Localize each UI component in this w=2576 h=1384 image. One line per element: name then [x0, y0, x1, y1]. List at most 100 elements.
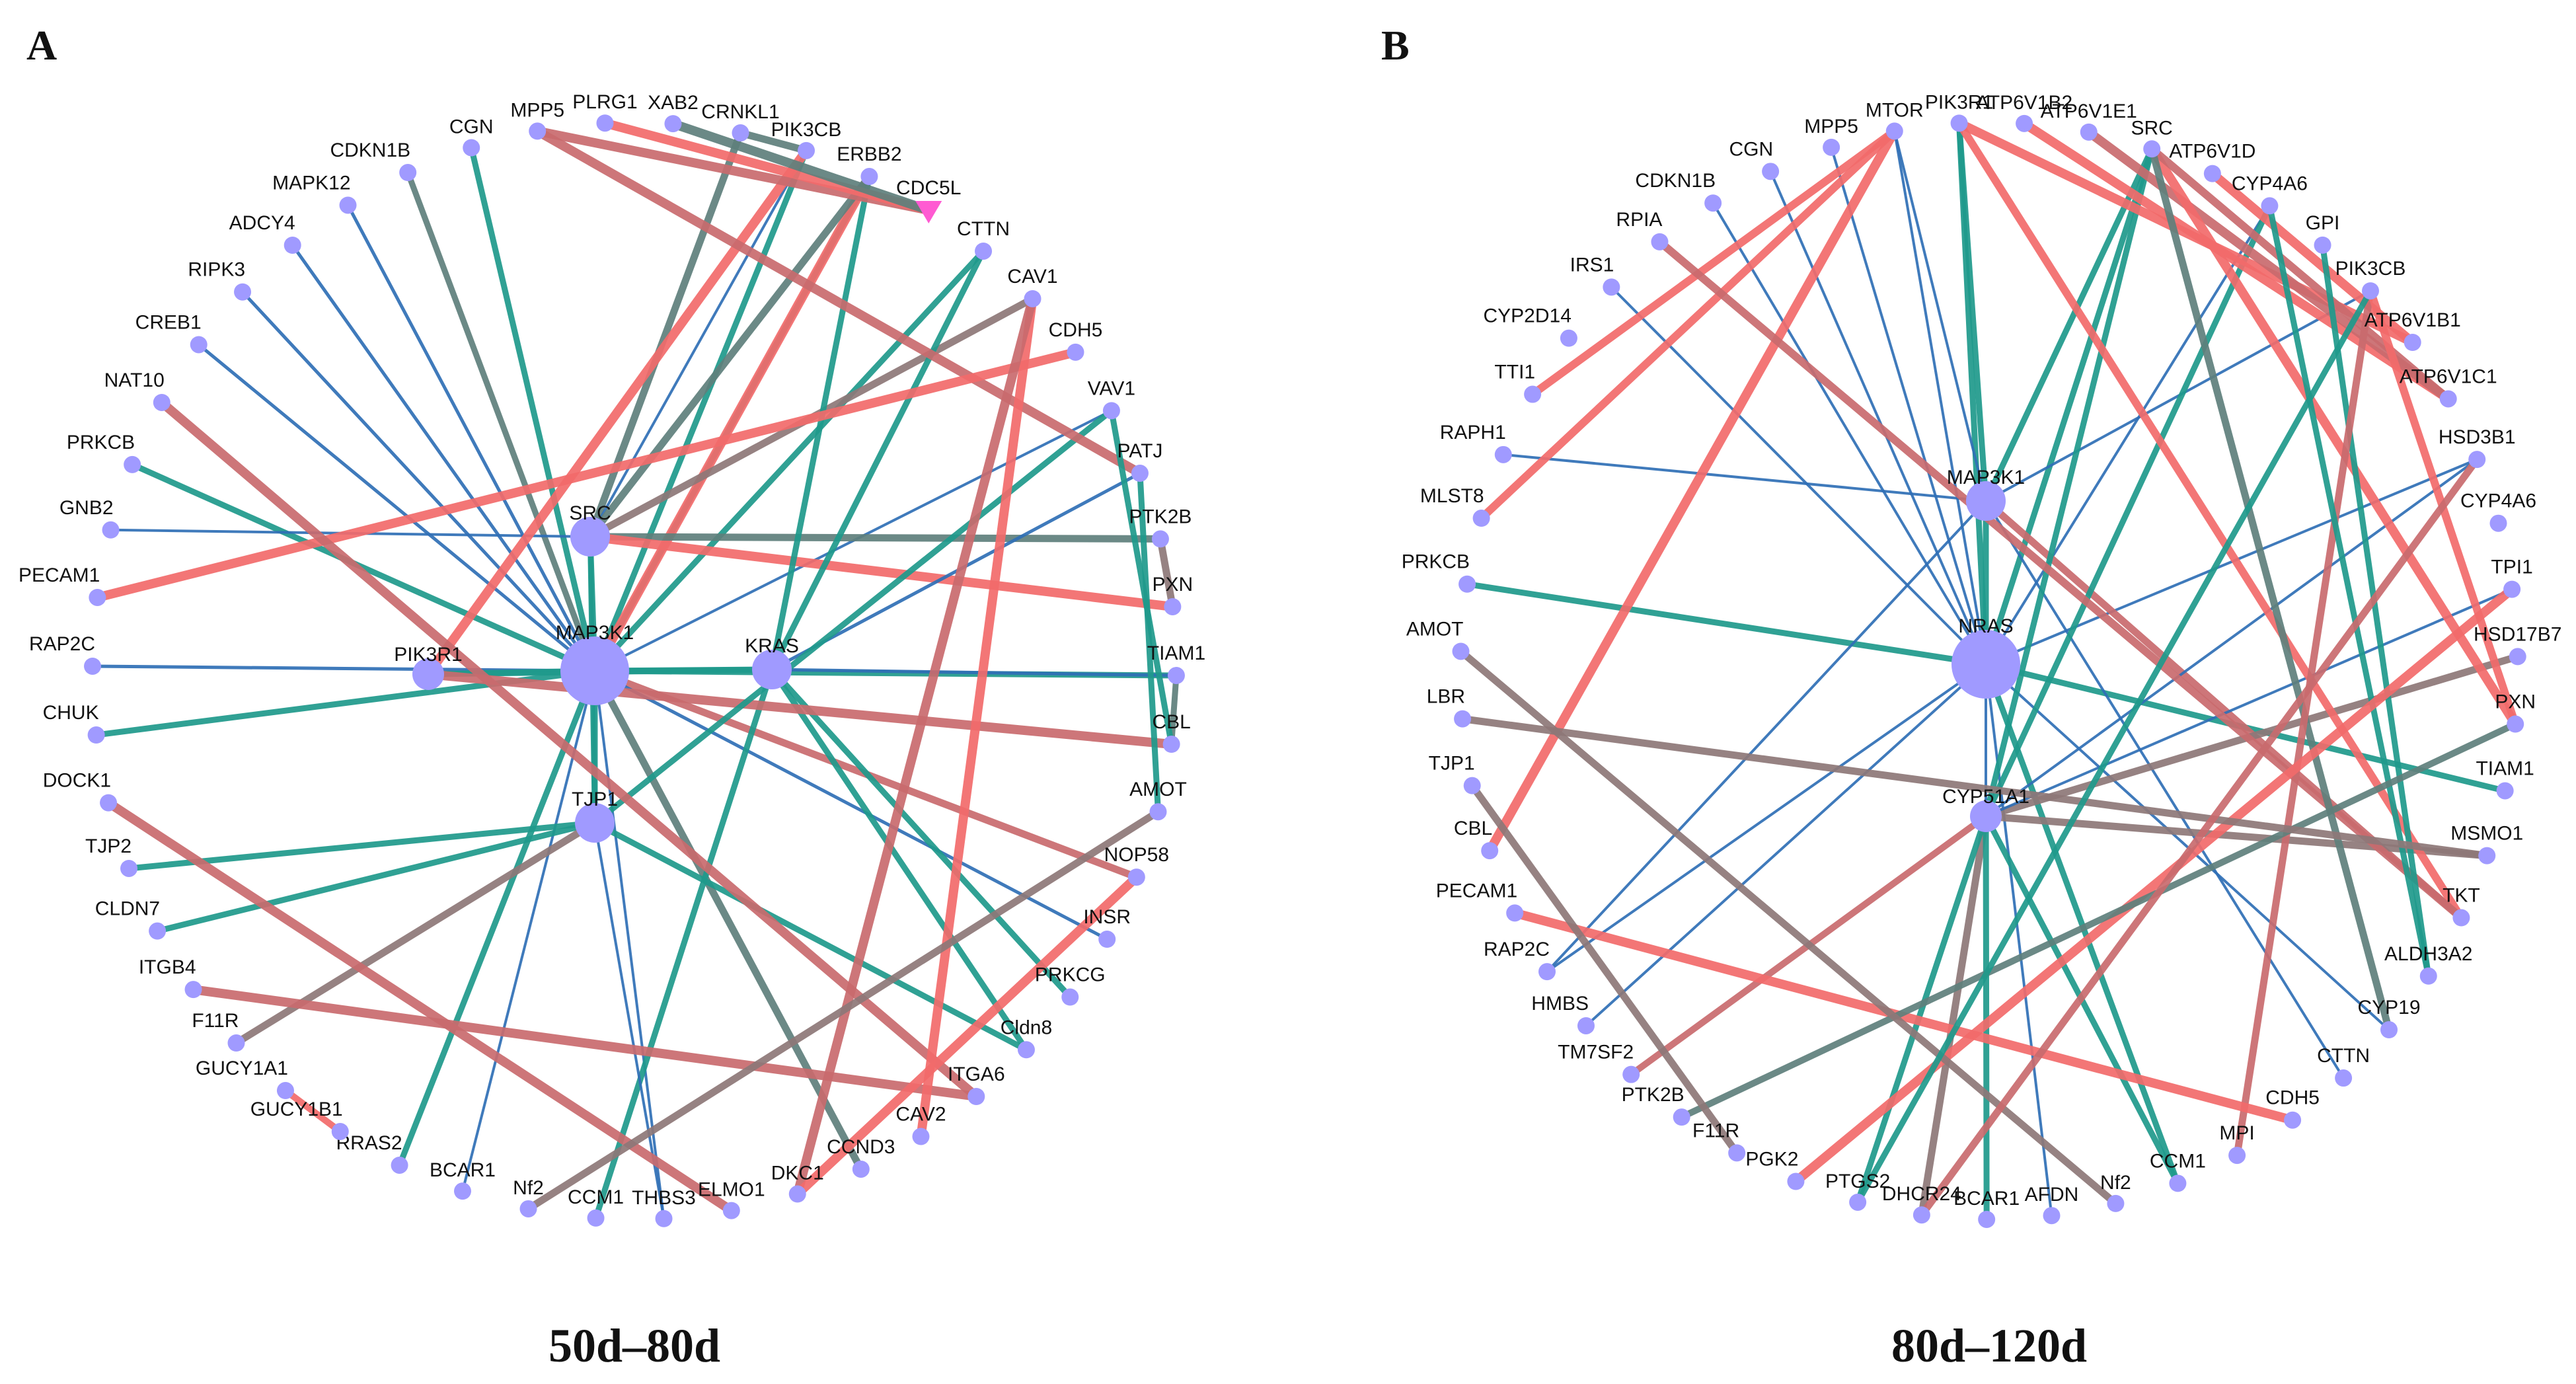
node-label-rpia: RPIA: [1616, 209, 1662, 231]
node-label-pik3cb: PIK3CB: [771, 119, 842, 141]
node-label-cyp4a6: CYP4A6: [2460, 490, 2536, 512]
node-f11r: [227, 1034, 245, 1052]
node-pik3cb: [798, 141, 815, 159]
hub-label-kras: KRAS: [745, 635, 799, 657]
edge-tjp1-f11r: [232, 819, 599, 1047]
node-label-mpp5: MPP5: [510, 99, 564, 121]
edge-map3k1-rap2c: [1546, 500, 1987, 974]
edge-kras-erbb2: [769, 173, 872, 673]
node-label-cyp2d14: CYP2D14: [1484, 305, 1572, 327]
node-label-pecam1: PECAM1: [19, 564, 100, 586]
node-label-cav2: CAV2: [895, 1104, 946, 1126]
node-label-tjp1: TJP1: [1429, 753, 1475, 775]
node-mpp5: [529, 122, 547, 140]
edge-tjp1-cldn7: [154, 820, 598, 935]
node-cdh5: [1067, 343, 1084, 361]
hub-node-map3k1: [1966, 481, 2006, 521]
node-ptk2b: [1151, 530, 1169, 548]
node-xab2: [664, 115, 682, 133]
node-label-crnkl1: CRNKL1: [701, 101, 779, 123]
edge-pik3r1-pik3cb: [424, 145, 812, 679]
node-chuk: [87, 726, 105, 744]
node-label-f11r: F11R: [192, 1010, 239, 1032]
node-label-cdh5: CDH5: [1049, 319, 1103, 341]
node-mapk12: [339, 196, 357, 214]
edge-map3k1-ccnd3: [591, 667, 865, 1173]
node-ccm1: [587, 1209, 605, 1227]
hub-node-cyp51a1: [1970, 800, 2002, 832]
node-label-f11r: F11R: [1692, 1120, 1739, 1141]
node-cyp2d14: [1560, 329, 1577, 347]
node-lbr: [1454, 710, 1472, 728]
node-ptgs2: [1849, 1193, 1867, 1211]
edge-cyp51a1-cyp4a6: [1983, 202, 2273, 820]
node-cdh5: [2284, 1111, 2302, 1129]
node-label-gnb2: GNB2: [59, 497, 114, 519]
node-label-pik3r1: PIK3R1: [1925, 91, 1993, 113]
edge-map3k1-cdkn1b: [404, 169, 598, 674]
node-label-raph1: RAPH1: [1440, 422, 1506, 443]
node-nop58: [1127, 868, 1145, 886]
edge-ptgs2-pik3cb: [1854, 288, 2374, 1206]
node-hmbs: [1577, 1017, 1595, 1034]
node-label-bcar1: BCAR1: [1953, 1188, 2020, 1210]
node-label-tjp2: TJP2: [85, 835, 132, 857]
edge-src-cyp19: [2148, 145, 2393, 1034]
node-itgb4: [184, 981, 202, 999]
node-label-hmbs: HMBS: [1531, 993, 1589, 1015]
edge-map3k1-prkcb: [129, 461, 598, 674]
node-label-chuk: CHUK: [43, 702, 99, 724]
edge-cyp51a1-bcar1: [1983, 813, 1990, 1223]
edge-map3k1-creb1: [197, 342, 597, 673]
node-ptk2b: [1673, 1108, 1690, 1126]
node-label-mlst8: MLST8: [1420, 485, 1484, 507]
edge-cav1-cav2: [916, 293, 1038, 1141]
edge-map3k1-pik3r1: [1956, 120, 1989, 504]
edge-tjp1-cldn8: [591, 820, 1030, 1053]
node-label-ccnd3: CCND3: [827, 1136, 895, 1158]
node-afdn: [2043, 1207, 2061, 1225]
node-tkt: [2452, 909, 2470, 927]
node-erbb2: [860, 168, 878, 186]
edge-mtor-cbl: [1485, 126, 1899, 856]
node-label-tm7sf2: TM7SF2: [1558, 1042, 1634, 1063]
hub-label-nras: NRAS: [1958, 615, 2013, 637]
node-label-aldh3a2: ALDH3A2: [2384, 943, 2472, 965]
edge-pecam1-cdh5: [1510, 908, 2298, 1125]
node-vav1: [1102, 402, 1120, 420]
node-label-cldn8: Cldn8: [1001, 1017, 1052, 1038]
node-atp6v1b1: [2404, 333, 2421, 351]
node-tpi1: [2503, 580, 2521, 598]
hub-node-nras: [1951, 630, 2020, 699]
node-label-elmo1: ELMO1: [698, 1179, 765, 1201]
edge-ptk2b-pxn: [1678, 720, 2519, 1121]
node-label-dhcr24: DHCR24: [1882, 1183, 1961, 1205]
edge-nras-mpp5: [1830, 145, 1987, 666]
node-label-atp6v1d: ATP6V1D: [2169, 141, 2255, 163]
node-cldn8: [1017, 1041, 1035, 1059]
node-label-amot: AMOT: [1129, 779, 1187, 800]
edge-mpp5-patj: [533, 126, 1145, 479]
edge-cav1-dkc1: [792, 293, 1038, 1199]
hub-label-tjp1: TJP1: [572, 788, 618, 810]
edge-nop58-dkc1: [792, 872, 1141, 1199]
node-cldn7: [149, 922, 167, 940]
node-label-hsd17b7: HSD17B7: [2474, 623, 2561, 645]
node-label-msmo1: MSMO1: [2450, 823, 2523, 845]
node-prkcg: [1061, 988, 1079, 1006]
node-label-cttn: CTTN: [957, 218, 1010, 240]
node-nf2: [519, 1200, 537, 1217]
node-label-src: SRC: [2131, 117, 2173, 139]
edge-kras-tiam1: [770, 668, 1178, 677]
node-src: [2143, 140, 2161, 158]
hub-label-cyp51a1: CYP51A1: [1942, 786, 2029, 808]
node-label-ccm1: CCM1: [2150, 1150, 2206, 1172]
edge-kras-cldn8: [769, 666, 1030, 1053]
node-label-insr: INSR: [1083, 906, 1131, 928]
node-itga6: [967, 1087, 985, 1105]
node-label-rap2c: RAP2C: [29, 633, 95, 655]
edge-nras-mtor: [1893, 130, 1987, 666]
node-label-cdkn1b: CDKN1B: [330, 139, 410, 161]
node-pgk2: [1787, 1173, 1805, 1190]
